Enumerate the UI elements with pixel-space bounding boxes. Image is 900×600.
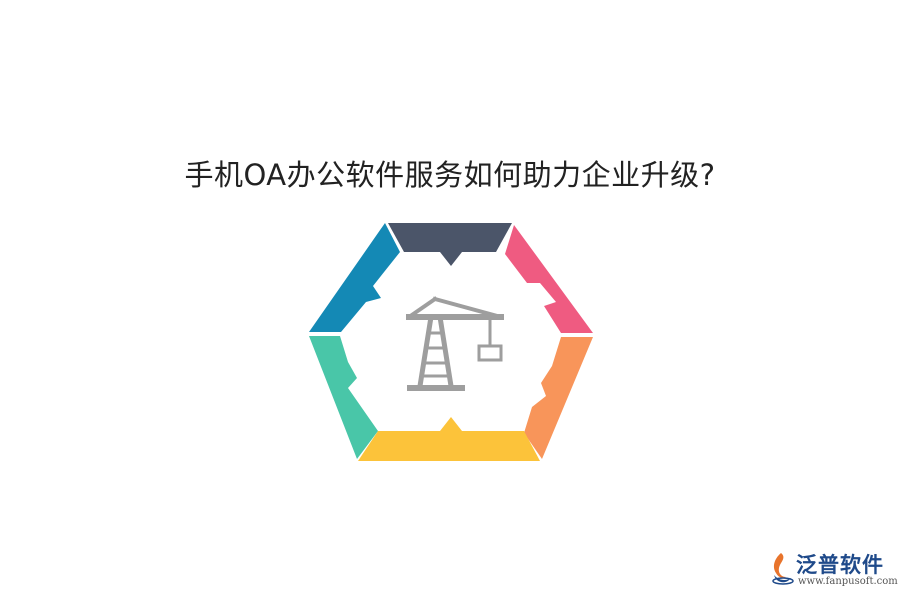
- segment-top: [388, 223, 512, 266]
- logo-url: www.fanpusoft.com: [798, 576, 898, 587]
- fanpu-logo-icon: [772, 553, 794, 585]
- segment-upper-left: [309, 223, 400, 332]
- crane-icon: [406, 296, 504, 391]
- brand-logo: 泛普软件 www.fanpusoft.com: [768, 549, 898, 593]
- segment-upper-right: [505, 225, 593, 333]
- hexagon-segments: [309, 223, 593, 461]
- segment-bottom: [358, 417, 540, 461]
- segment-lower-right: [524, 337, 593, 459]
- logo-name: 泛普软件: [796, 553, 884, 577]
- segment-lower-left: [309, 336, 378, 459]
- page-title: 手机OA办公软件服务如何助力企业升级?: [184, 158, 716, 192]
